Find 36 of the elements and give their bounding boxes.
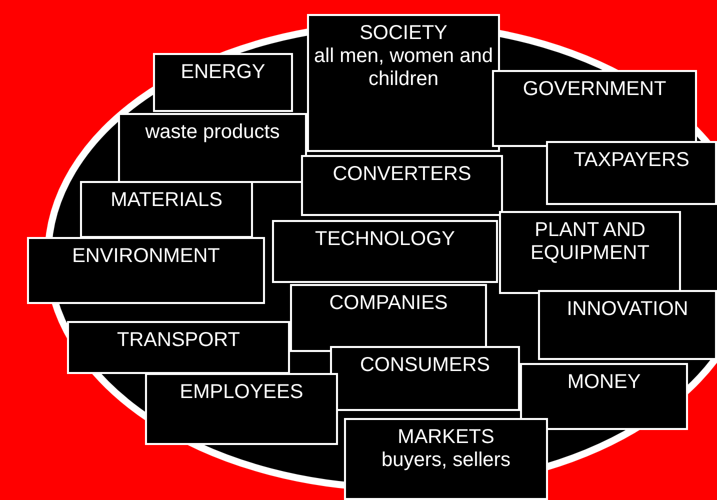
label-box bbox=[344, 418, 548, 500]
box-heading: MATERIALS bbox=[110, 189, 224, 212]
box-heading: MARKETS bbox=[396, 426, 496, 449]
label-box bbox=[499, 211, 681, 294]
box-heading: CONVERTERS bbox=[332, 163, 472, 186]
box-heading: ENVIRONMENT bbox=[71, 245, 221, 268]
label-box bbox=[80, 181, 253, 238]
box-heading: TRANSPORT bbox=[116, 329, 241, 352]
box-heading: COMPANIES bbox=[328, 292, 449, 315]
box-heading: TECHNOLOGY bbox=[314, 228, 456, 251]
label-box bbox=[307, 14, 500, 152]
box-heading: CONSUMERS bbox=[358, 354, 491, 377]
label-box bbox=[27, 237, 265, 304]
label-box bbox=[153, 53, 293, 112]
box-heading: GOVERNMENT bbox=[522, 78, 668, 101]
box-heading: EMPLOYEES bbox=[178, 381, 304, 404]
label-box bbox=[145, 373, 338, 445]
box-heading: INNOVATION bbox=[566, 298, 690, 321]
box-subtext: all men, women and children bbox=[313, 45, 494, 91]
label-box bbox=[67, 321, 290, 374]
box-heading: waste products bbox=[144, 121, 281, 144]
label-box bbox=[301, 155, 503, 216]
box-heading: PLANT AND EQUIPMENT bbox=[530, 219, 650, 265]
box-heading: ENERGY bbox=[180, 61, 266, 84]
box-heading: TAXPAYERS bbox=[572, 149, 690, 172]
label-box bbox=[520, 363, 688, 430]
label-box bbox=[492, 70, 697, 147]
label-box bbox=[538, 290, 717, 360]
label-box bbox=[118, 113, 307, 183]
label-box bbox=[330, 346, 520, 411]
box-heading: MONEY bbox=[566, 371, 642, 394]
label-box bbox=[272, 220, 498, 283]
label-box bbox=[546, 141, 717, 205]
box-subtext: buyers, sellers bbox=[380, 449, 512, 472]
box-heading: SOCIETY bbox=[358, 22, 448, 45]
label-box bbox=[290, 284, 487, 352]
